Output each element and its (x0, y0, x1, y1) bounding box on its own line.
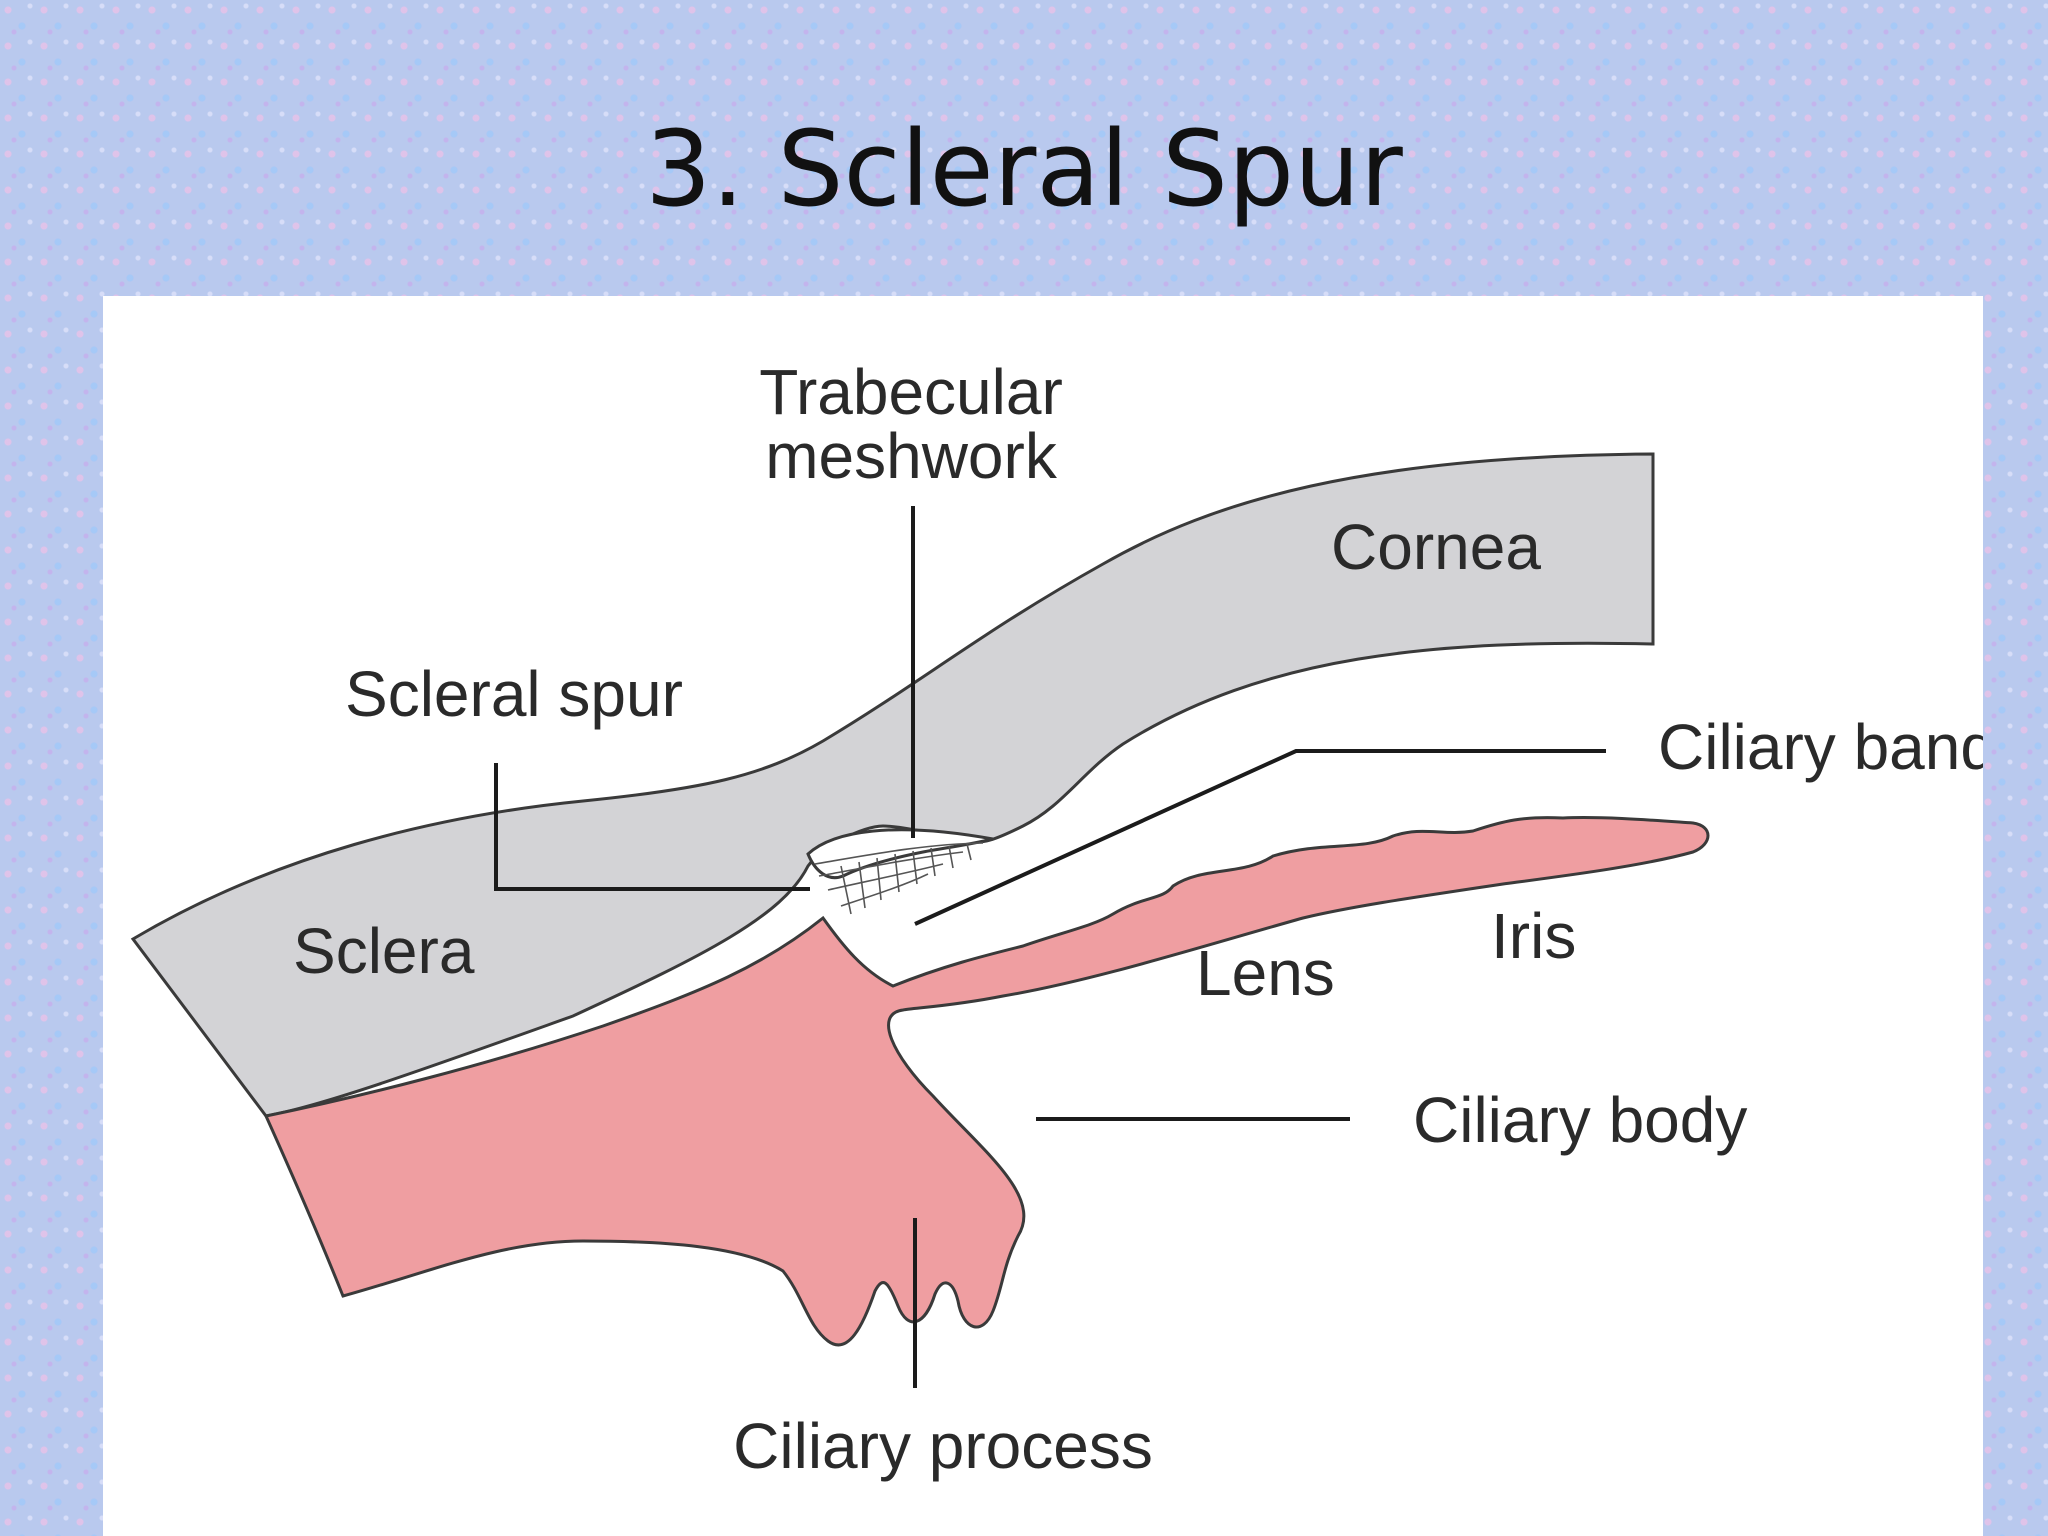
meshwork-hatch (814, 842, 984, 915)
sclera-cornea-shape (130, 452, 1655, 1118)
ciliary-process-label: Ciliary process (733, 1410, 1153, 1482)
sclera-label: Sclera (293, 915, 475, 987)
scleral-spur-label: Scleral spur (345, 658, 683, 730)
cornea-label: Cornea (1331, 511, 1541, 583)
slide-title: 3. Scleral Spur (645, 108, 1403, 230)
trabecular-meshwork-label-line1: Trabecular (759, 356, 1063, 428)
ciliary-band-leader-line (914, 749, 1606, 926)
anatomy-diagram: Trabecular meshwork Cornea Scleral spur … (130, 356, 1983, 1482)
scleral-spur-leader-line (494, 763, 810, 891)
ciliary-band-label: Ciliary band (1658, 711, 1983, 783)
trabecular-meshwork-shape (806, 828, 994, 879)
ciliary-body-iris-shape (263, 816, 1710, 1347)
lens-label: Lens (1196, 937, 1335, 1009)
trabecular-meshwork-label-line2: meshwork (765, 420, 1058, 492)
diagram-panel: Trabecular meshwork Cornea Scleral spur … (103, 296, 1983, 1536)
ciliary-body-label: Ciliary body (1413, 1084, 1747, 1156)
iris-label: Iris (1491, 900, 1576, 972)
